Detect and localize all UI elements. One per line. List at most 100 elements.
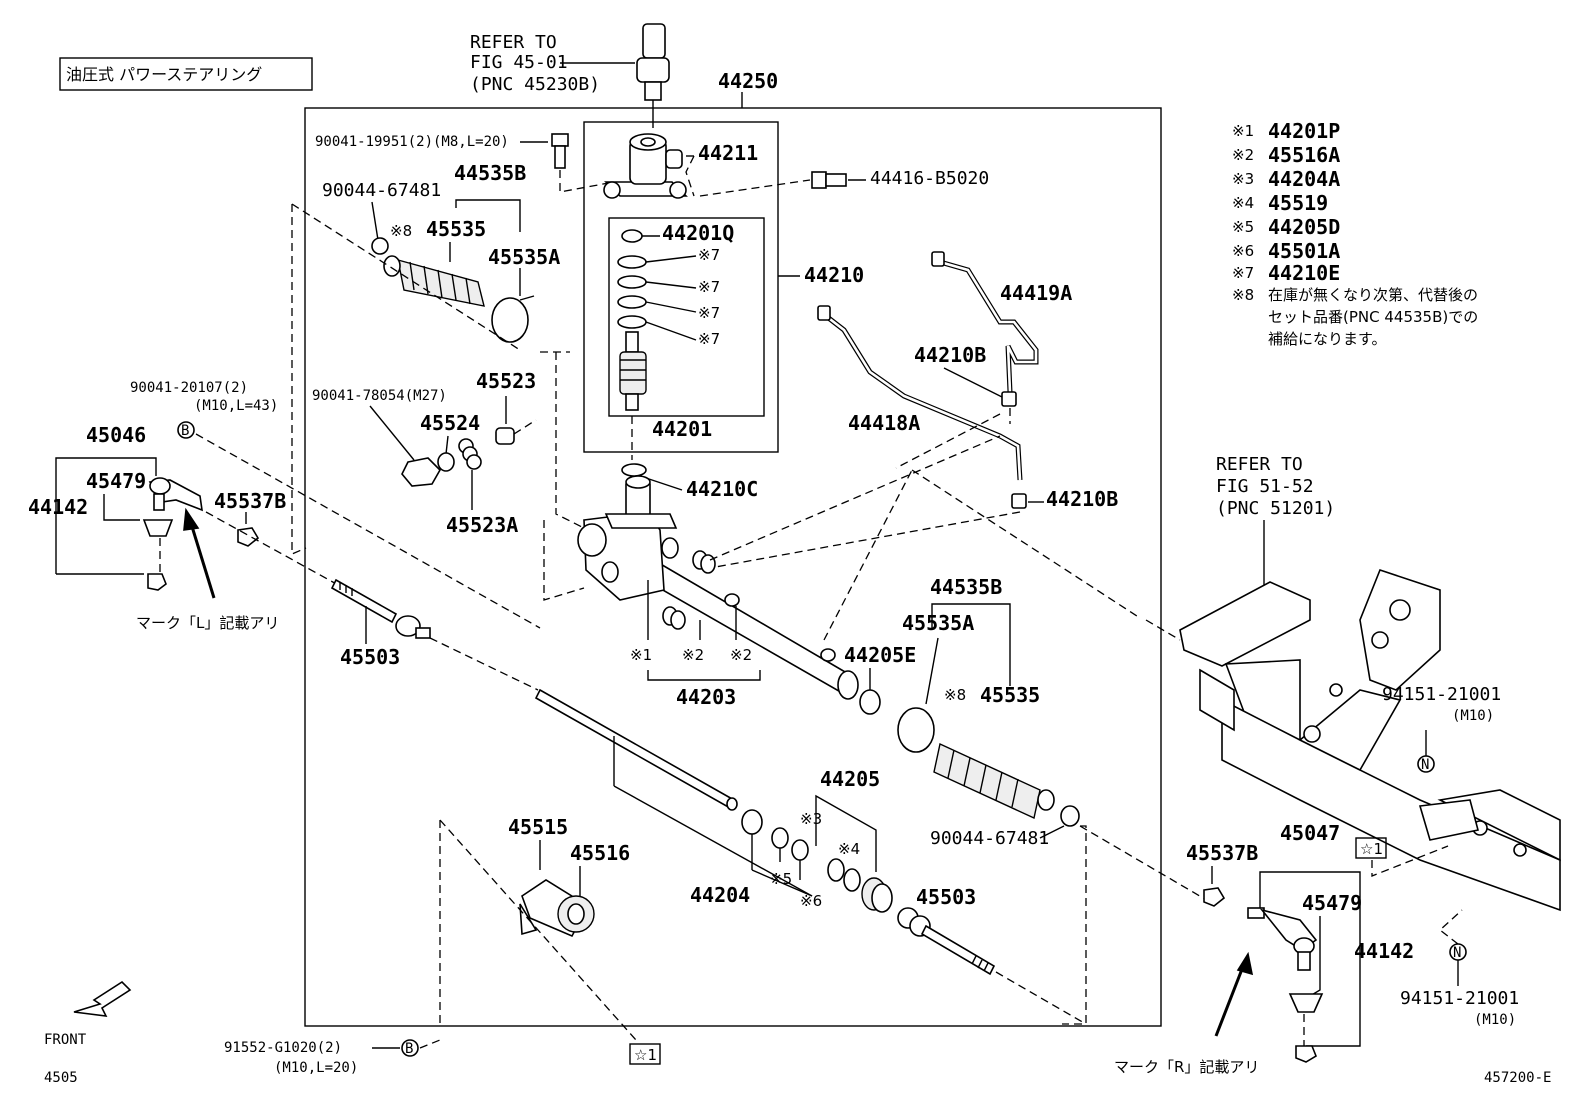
label-44210B-b: 44210B xyxy=(1046,487,1118,511)
title-box xyxy=(59,57,313,91)
legend-code-7: 44210E xyxy=(1268,261,1340,285)
bolt-44416-icon xyxy=(811,171,847,189)
washer-45524-icon xyxy=(437,452,455,472)
label-90041-20107: 90041-20107(2) xyxy=(130,380,248,396)
label-44418A: 44418A xyxy=(848,411,920,435)
label-44535B-a: 44535B xyxy=(454,161,526,185)
label-44416: 44416-B5020 xyxy=(870,168,989,189)
boot-right-icon xyxy=(897,707,1080,827)
label-45047: 45047 xyxy=(1280,821,1340,845)
o-rings-icon xyxy=(617,255,647,329)
legend-note-line2: セット品番(PNC 44535B)での xyxy=(1268,308,1478,326)
label-45479-a: 45479 xyxy=(86,469,146,493)
mark-R-text: マーク「R」記載アリ xyxy=(1114,1058,1259,1076)
legend-mark-7: ※7 xyxy=(1232,264,1254,282)
label-90041-78054: 90041-78054(M27) xyxy=(312,388,447,404)
label-45523: 45523 xyxy=(476,369,536,393)
legend-code-6: 45501A xyxy=(1268,239,1340,263)
label-44142-b: 44142 xyxy=(1354,939,1414,963)
label-44201: 44201 xyxy=(652,417,712,441)
label-44205: 44205 xyxy=(820,767,880,791)
ring-m6-icon xyxy=(791,839,809,861)
rack-44204-icon xyxy=(534,688,738,811)
mark-2a: ※2 xyxy=(682,646,704,664)
ring-m5-icon xyxy=(771,827,789,849)
tie-rod-end-left-icon xyxy=(142,477,203,591)
label-44142-a: 44142 xyxy=(28,495,88,519)
bolt-icon xyxy=(551,133,569,169)
mark-8b: ※8 xyxy=(944,686,966,704)
label-94151-a-size: (M10) xyxy=(1452,708,1494,724)
legend-code-4: 45519 xyxy=(1268,191,1328,215)
seal-44201Q-icon xyxy=(621,229,643,243)
main-assembly-frame xyxy=(304,107,1162,1027)
gear-housing-icon xyxy=(577,475,859,700)
star-box-b xyxy=(1355,837,1387,859)
flare-nut-a-icon xyxy=(1001,391,1017,407)
mark-2b: ※2 xyxy=(730,646,752,664)
legend-mark-5: ※5 xyxy=(1232,218,1254,236)
circle-n-a xyxy=(1417,755,1435,773)
mark-1: ※1 xyxy=(630,646,652,664)
label-90044-b: 90044-67481 xyxy=(930,828,1049,849)
legend-mark-1: ※1 xyxy=(1232,122,1254,140)
label-44203: 44203 xyxy=(676,685,736,709)
spring-45523A-icon xyxy=(458,438,482,470)
legend: ※1 44201P ※2 45516A ※3 44204A ※4 45519 ※… xyxy=(1232,119,1478,348)
circle-n-b-text: N xyxy=(1453,945,1461,961)
label-45523A: 45523A xyxy=(446,513,518,537)
label-45535-a: 45535 xyxy=(426,217,486,241)
label-45503-a: 45503 xyxy=(340,645,400,669)
label-45479-b: 45479 xyxy=(1302,891,1362,915)
return-tube-44418A-icon xyxy=(817,305,1023,481)
valve-spool-icon xyxy=(619,331,647,411)
boot-left-icon xyxy=(383,255,535,343)
seal-44204-icon xyxy=(741,809,763,835)
label-45503-b: 45503 xyxy=(916,885,976,909)
seal-44205E-icon xyxy=(859,689,881,715)
label-90044-a: 90044-67481 xyxy=(322,180,441,201)
clamp-left-icon xyxy=(371,237,389,255)
refer-top-line1: REFER TO xyxy=(470,32,557,53)
label-45515: 45515 xyxy=(508,815,568,839)
mark-5: ※5 xyxy=(770,870,792,888)
legend-mark-4: ※4 xyxy=(1232,194,1254,212)
label-45046: 45046 xyxy=(86,423,146,447)
label-90041-20107-size: (M10,L=43) xyxy=(194,398,278,414)
star-box-a xyxy=(629,1043,661,1065)
nut-45537B-b-icon xyxy=(1203,887,1226,907)
mark-8a: ※8 xyxy=(390,222,412,240)
circle-b-b xyxy=(401,1039,419,1057)
label-45535-b: 45535 xyxy=(980,683,1040,707)
plug-45523-icon xyxy=(495,427,515,445)
circle-b-b-text: B xyxy=(405,1041,413,1057)
label-44419A: 44419A xyxy=(1000,281,1072,305)
label-45537B-b: 45537B xyxy=(1186,841,1258,865)
legend-mark-2: ※2 xyxy=(1232,146,1254,164)
pressure-tube-44419A-icon xyxy=(931,251,1039,393)
label-44204: 44204 xyxy=(690,883,750,907)
legend-note-line3: 補給になります。 xyxy=(1268,330,1387,348)
mark-7d: ※7 xyxy=(698,330,720,348)
front-label: FRONT xyxy=(44,1032,87,1048)
valve-subframe xyxy=(583,121,779,453)
legend-code-5: 44205D xyxy=(1268,215,1340,239)
label-45535A-a: 45535A xyxy=(488,245,560,269)
label-94151-b-size: (M10) xyxy=(1474,1012,1516,1028)
legend-code-3: 44204A xyxy=(1268,167,1340,191)
mark-7b: ※7 xyxy=(698,278,720,296)
label-44535B-b: 44535B xyxy=(930,575,1002,599)
inner-tie-rod-right-icon xyxy=(897,907,996,976)
nut-left-icon xyxy=(147,573,167,591)
bracket-45515-icon xyxy=(519,879,595,938)
flare-nut-b-icon xyxy=(1011,493,1027,509)
nut-right-icon xyxy=(1295,1045,1317,1063)
lock-nut-icon xyxy=(401,457,441,487)
circle-n-a-text: N xyxy=(1421,757,1429,773)
legend-mark-3: ※3 xyxy=(1232,170,1254,188)
inner-tie-rod-left-icon xyxy=(330,578,431,639)
label-44250: 44250 xyxy=(718,69,778,93)
tie-rod-end-right-icon xyxy=(1247,907,1324,1063)
label-44201Q: 44201Q xyxy=(662,221,734,245)
